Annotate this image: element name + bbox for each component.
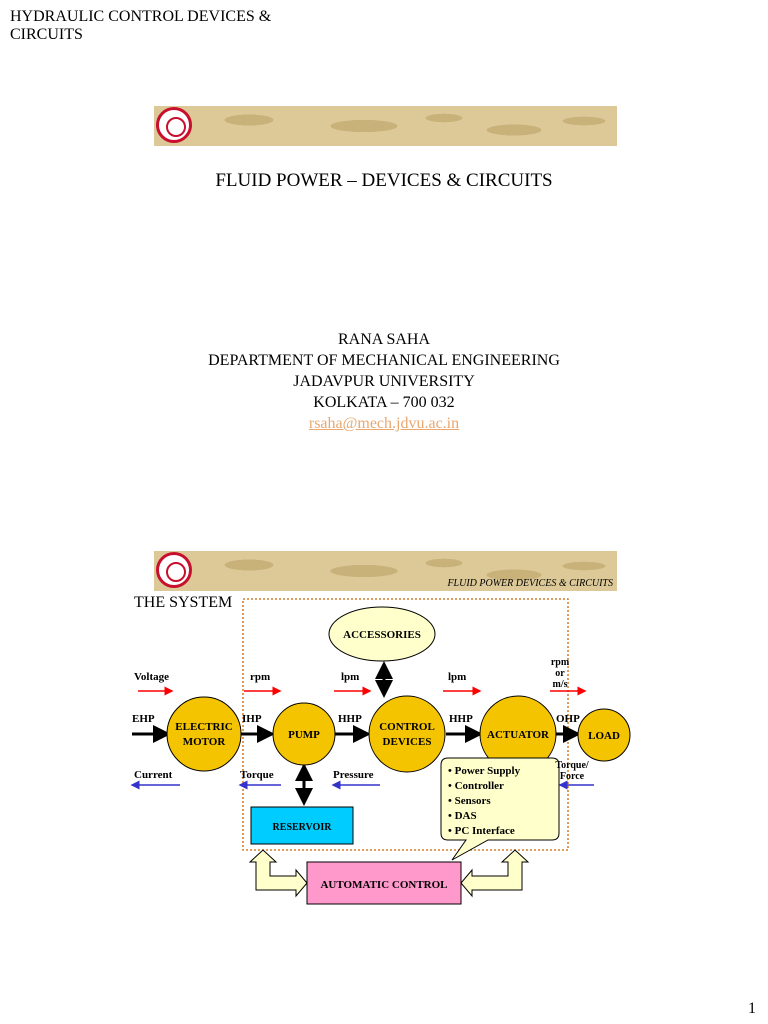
load-node — [577, 708, 631, 762]
pump-label: PUMP — [288, 729, 320, 741]
accessories-label: ACCESSORIES — [343, 629, 421, 641]
voltage-label: Voltage — [134, 671, 169, 683]
actuator-label: ACTUATOR — [487, 729, 550, 741]
hhp-label: HHP — [338, 713, 362, 725]
lpm-label: lpm — [448, 671, 466, 683]
torque-label: Torque — [240, 769, 274, 781]
lpm-label: lpm — [341, 671, 359, 683]
email-link[interactable]: rsaha@mech.jdvu.ac.in — [308, 415, 460, 432]
department: DEPARTMENT OF MECHANICAL ENGINEERING — [208, 352, 560, 369]
callout-item: • DAS — [448, 810, 477, 822]
slide2-banner: FLUID POWER DEVICES & CIRCUITS — [154, 551, 617, 591]
callout-item: • Sensors — [448, 795, 491, 807]
university: JADAVPUR UNIVERSITY — [293, 373, 475, 390]
page-number: 1 — [748, 1000, 756, 1017]
reservoir-label: RESERVOIR — [273, 822, 333, 833]
electric-motor-label-1: ELECTRIC — [175, 721, 233, 733]
load-label: LOAD — [588, 730, 620, 742]
electric-motor-node — [166, 696, 242, 772]
slide-banner — [154, 106, 617, 146]
rpm-or-ms-label-2: or — [555, 668, 565, 679]
university-seal-icon — [156, 107, 192, 143]
banner-title: FLUID POWER DEVICES & CIRCUITS — [447, 578, 613, 589]
callout-item: • Controller — [448, 780, 504, 792]
reservoir-node — [250, 806, 354, 845]
pump-node — [272, 702, 336, 766]
flow-arrows — [132, 661, 581, 806]
pressure-label: Pressure — [333, 769, 374, 781]
control-devices-node — [368, 695, 446, 773]
control-devices-label-2: DEVICES — [383, 736, 432, 748]
current-label: Current — [134, 769, 173, 781]
callout-item: • PC Interface — [448, 825, 515, 837]
ohp-label: OHP — [556, 713, 580, 725]
rpm-or-ms-label-3: m/s — [553, 679, 568, 690]
rpm-label: rpm — [250, 671, 270, 683]
torque-force-label-2: Force — [560, 771, 585, 782]
accessories-node — [328, 606, 436, 662]
hhp-label: HHP — [449, 713, 473, 725]
author-block: RANA SAHA DEPARTMENT OF MECHANICAL ENGIN… — [0, 329, 768, 434]
torque-force-label-1: Torque/ — [555, 760, 589, 771]
slide-title: FLUID POWER – DEVICES & CIRCUITS — [215, 170, 553, 191]
automatic-control-label: AUTOMATIC CONTROL — [320, 879, 447, 891]
university-seal-icon — [156, 552, 192, 588]
ihp-label: IHP — [242, 713, 262, 725]
control-devices-label-1: CONTROL — [379, 721, 435, 733]
callout-item: • Power Supply — [448, 765, 521, 777]
ehp-label: EHP — [132, 713, 155, 725]
electric-motor-label-2: MOTOR — [183, 736, 227, 748]
author-name: RANA SAHA — [337, 331, 430, 348]
callout-box — [440, 757, 560, 861]
system-title: THE SYSTEM — [134, 594, 233, 611]
feedback-arrows — [248, 849, 530, 898]
rpm-or-ms-label-1: rpm — [551, 657, 570, 668]
city: KOLKATA – 700 032 — [313, 394, 455, 411]
document-header: HYDRAULIC CONTROL DEVICES & CIRCUITS — [10, 8, 272, 43]
